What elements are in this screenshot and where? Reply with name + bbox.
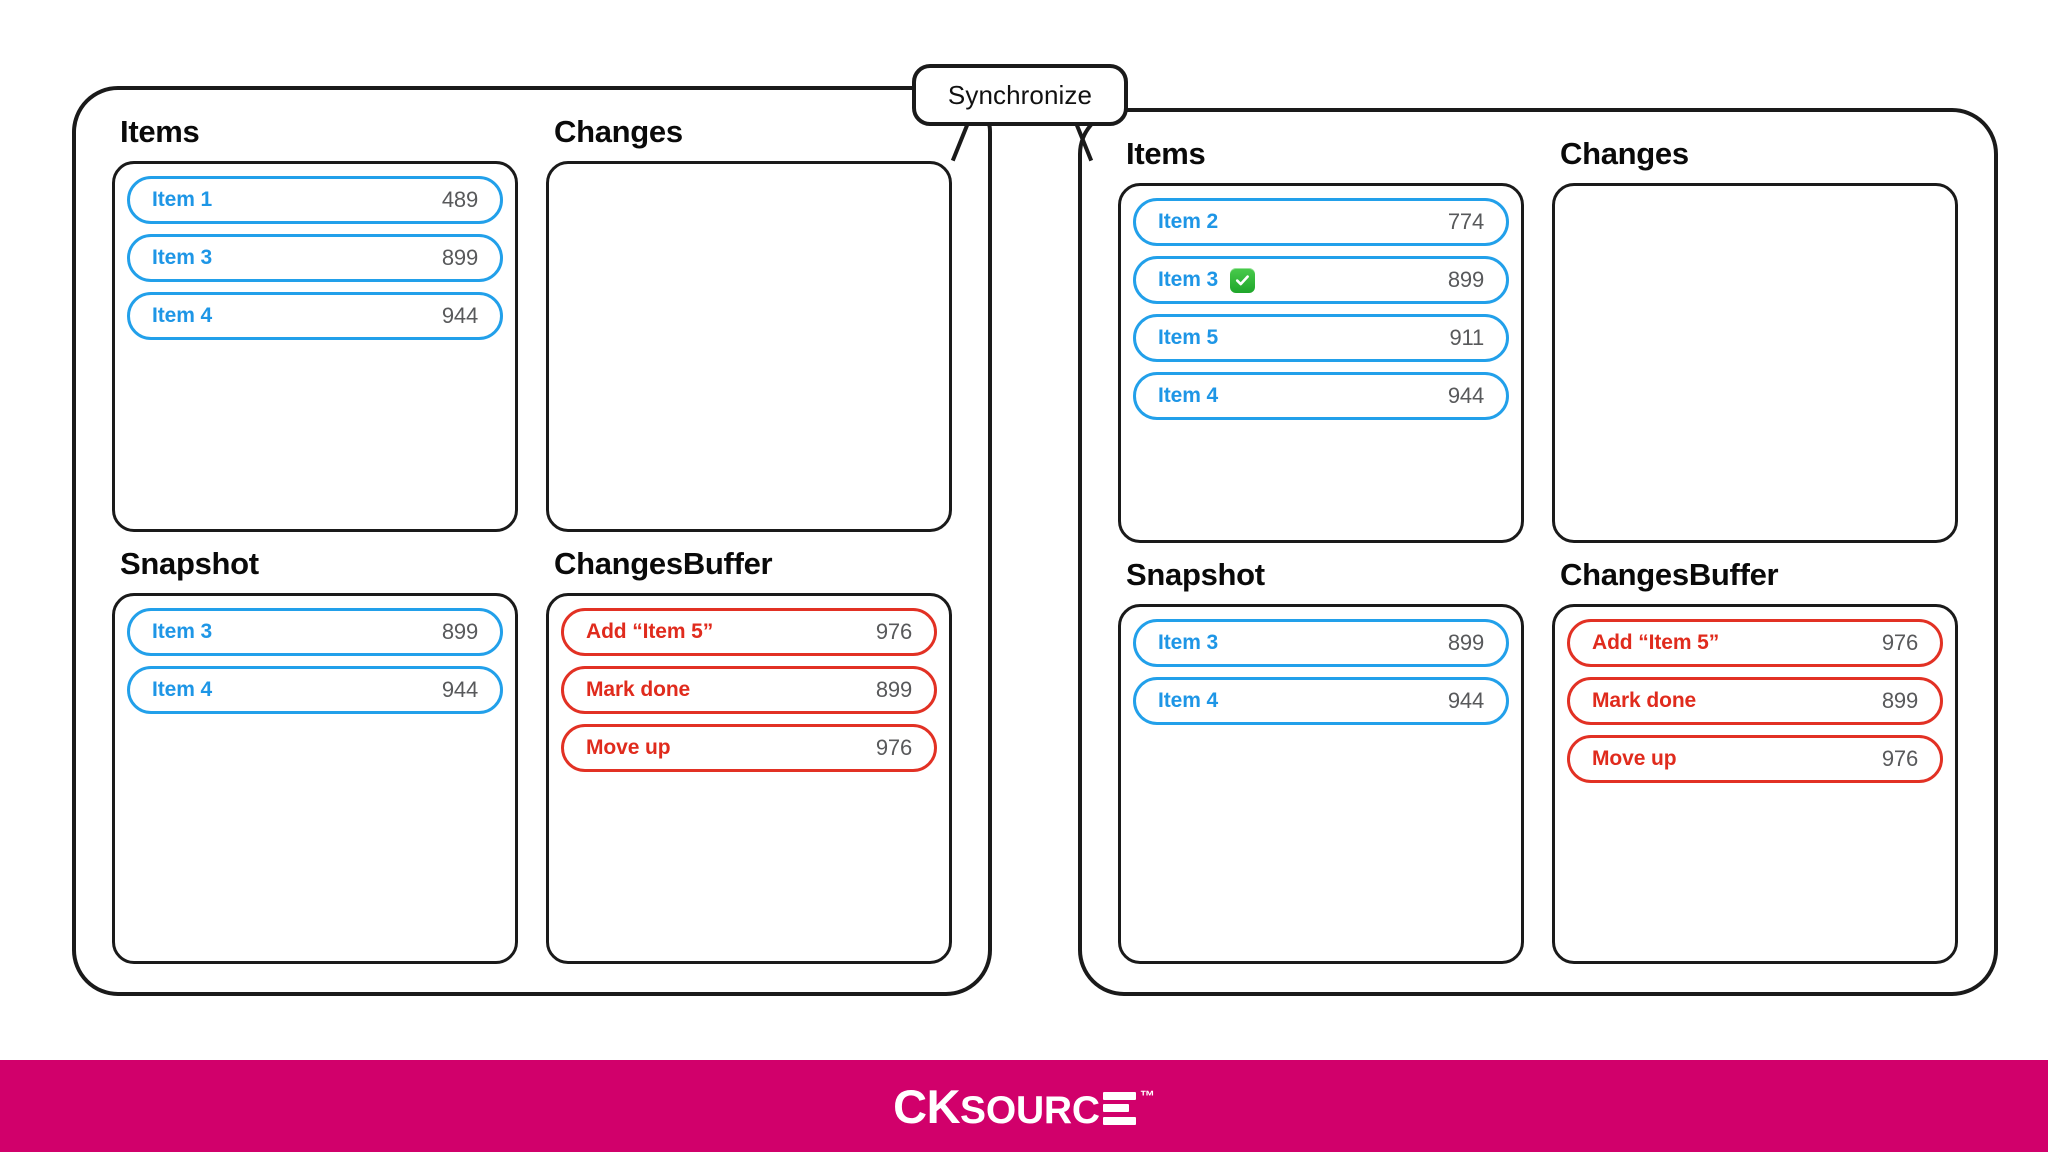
list-item-label: Item 3 bbox=[1158, 268, 1219, 291]
list-item-value: 774 bbox=[1447, 209, 1484, 234]
quadrant-title: Snapshot bbox=[1126, 557, 1265, 592]
list-item-label: Mark done bbox=[586, 678, 691, 701]
list-item-value: 976 bbox=[875, 619, 912, 644]
list-item[interactable]: Mark done 899 bbox=[1567, 677, 1943, 725]
list-item[interactable]: Item 3 899 bbox=[1133, 256, 1509, 304]
synchronize-label-text: Synchronize bbox=[947, 79, 1093, 110]
quadrant-title: ChangesBuffer bbox=[554, 546, 773, 581]
list-item-label: Item 4 bbox=[1158, 689, 1219, 712]
quadrant-list bbox=[1552, 183, 1958, 543]
list-item[interactable]: Item 3 899 bbox=[1133, 619, 1509, 667]
logo-e-mark-icon bbox=[1102, 1091, 1136, 1125]
list-item[interactable]: Mark done 899 bbox=[561, 666, 937, 714]
quadrant-title: Snapshot bbox=[120, 546, 259, 581]
list-item-value: 489 bbox=[441, 187, 478, 212]
quadrant-title: ChangesBuffer bbox=[1560, 557, 1779, 592]
list-item-label: Mark done bbox=[1592, 689, 1697, 712]
brand-footer: CK SOURC ™ bbox=[0, 1060, 2048, 1152]
list-item-value: 899 bbox=[1447, 267, 1484, 292]
cksource-logo: CK SOURC ™ bbox=[893, 1083, 1155, 1130]
list-item-value: 976 bbox=[1881, 746, 1918, 771]
list-item-label: Item 2 bbox=[1158, 210, 1219, 233]
list-item-value: 899 bbox=[441, 245, 478, 270]
list-item[interactable]: Item 4 944 bbox=[1133, 677, 1509, 725]
list-item[interactable]: Item 1 489 bbox=[127, 176, 503, 224]
list-item-label: Item 4 bbox=[152, 304, 213, 327]
list-item-value: 899 bbox=[875, 677, 912, 702]
logo-trademark-text: ™ bbox=[1139, 1087, 1155, 1105]
list-item[interactable]: Item 2 774 bbox=[1133, 198, 1509, 246]
list-item-value: 899 bbox=[441, 619, 478, 644]
list-item-value: 899 bbox=[1447, 630, 1484, 655]
list-item-value: 944 bbox=[441, 303, 478, 328]
quadrant-title: Items bbox=[1126, 136, 1206, 171]
list-item-label: Item 1 bbox=[152, 188, 213, 211]
list-item[interactable]: Add “Item 5” 976 bbox=[1567, 619, 1943, 667]
list-item[interactable]: Item 3 899 bbox=[127, 234, 503, 282]
list-item-label: Add “Item 5” bbox=[1592, 631, 1720, 654]
list-item-value: 944 bbox=[1447, 688, 1484, 713]
list-item[interactable]: Item 3 899 bbox=[127, 608, 503, 656]
list-item-value: 976 bbox=[1881, 630, 1918, 655]
list-item[interactable]: Item 5 911 bbox=[1133, 314, 1509, 362]
list-item-label: Move up bbox=[586, 736, 671, 759]
list-item-value: 944 bbox=[1447, 383, 1484, 408]
list-item-value: 911 bbox=[1449, 325, 1485, 350]
quadrant-changes: Changes bbox=[546, 116, 952, 532]
list-item-label: Move up bbox=[1592, 747, 1677, 770]
logo-source-text: SOURC bbox=[960, 1088, 1100, 1132]
list-item-label: Item 4 bbox=[1158, 384, 1219, 407]
quadrant-title: Changes bbox=[554, 114, 683, 149]
list-item[interactable]: Item 4 944 bbox=[127, 666, 503, 714]
list-item-label: Item 4 bbox=[152, 678, 213, 701]
quadrant-changes: Changes bbox=[1552, 138, 1958, 543]
list-item[interactable]: Add “Item 5” 976 bbox=[561, 608, 937, 656]
quadrant-title: Changes bbox=[1560, 136, 1689, 171]
list-item-label: Add “Item 5” bbox=[586, 620, 714, 643]
list-item[interactable]: Item 4 944 bbox=[127, 292, 503, 340]
logo-ck-text: CK bbox=[893, 1079, 961, 1133]
quadrant-list bbox=[546, 161, 952, 532]
list-item-label: Item 3 bbox=[1158, 631, 1219, 654]
list-item-value: 976 bbox=[875, 735, 912, 760]
list-item-label: Item 3 bbox=[152, 620, 213, 643]
list-item-value: 944 bbox=[441, 677, 478, 702]
list-item[interactable]: Item 4 944 bbox=[1133, 372, 1509, 420]
synchronize-label: Synchronize bbox=[912, 64, 1128, 126]
list-item-label: Item 3 bbox=[152, 246, 213, 269]
list-item[interactable]: Move up 976 bbox=[1567, 735, 1943, 783]
list-item-value: 899 bbox=[1881, 688, 1918, 713]
check-icon bbox=[1230, 267, 1256, 293]
list-item[interactable]: Move up 976 bbox=[561, 724, 937, 772]
list-item-label: Item 5 bbox=[1158, 326, 1219, 349]
quadrant-title: Items bbox=[120, 114, 200, 149]
